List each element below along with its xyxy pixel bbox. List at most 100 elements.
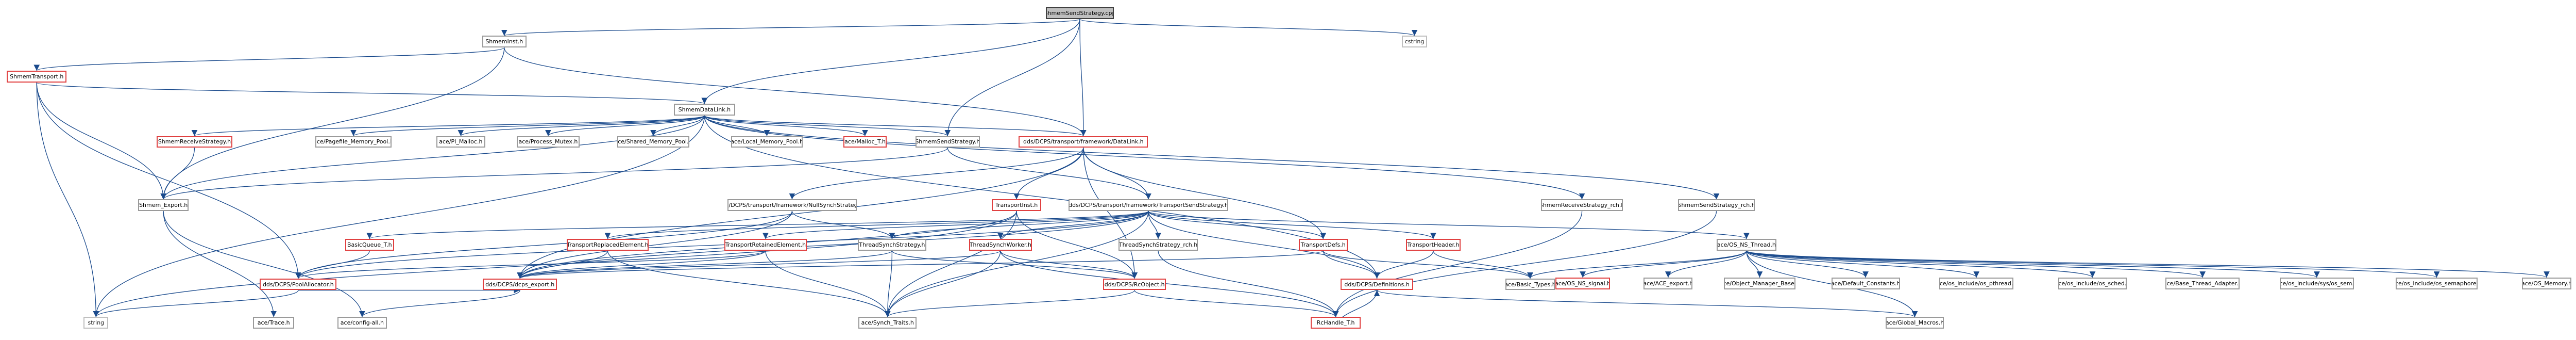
- node-localpool[interactable]: ace/Local_Memory_Pool.h: [731, 136, 803, 148]
- node-rcobject[interactable]: dds/DCPS/RcObject.h: [1103, 278, 1166, 290]
- edge-poolalloc-to-string: [93, 290, 299, 317]
- node-label: dds/DCPS/transport/framework/DataLink.h: [1023, 138, 1144, 145]
- node-label: ShmemReceiveStrategy.h: [158, 138, 231, 145]
- edge-tss-to-synchtraits: [884, 211, 1149, 317]
- node-label: ace/os_include/sys/os_sem.h: [2280, 280, 2354, 287]
- node-rchandle[interactable]: RcHandle_T.h: [1311, 317, 1361, 329]
- node-osmemory[interactable]: ace/OS_Memory.h: [2522, 277, 2571, 289]
- edge-shmemexport-to-trace: [163, 211, 277, 317]
- node-trace[interactable]: ace/Trace.h: [253, 317, 295, 329]
- node-semaphore[interactable]: ace/os_include/os_semaphore.h: [2395, 277, 2478, 289]
- node-label: ace/Malloc_T.h: [844, 138, 886, 145]
- edge-datalink-to-pagefile: [350, 115, 705, 137]
- node-dcpsexport[interactable]: dds/DCPS/dcps_export.h: [483, 278, 557, 290]
- node-globalmacros[interactable]: ace/Global_Macros.h: [1886, 317, 1944, 329]
- node-procmutex[interactable]: ace/Process_Mutex.h: [516, 136, 580, 148]
- node-label: ShmemSendStrategy.h: [915, 138, 980, 145]
- node-tsworker[interactable]: ThreadSynchWorker.h: [969, 239, 1032, 251]
- node-label: dds/DCPS/RcObject.h: [1104, 281, 1165, 288]
- edge-osns-to-basethread: [1746, 250, 2206, 278]
- node-root[interactable]: ShmemSendStrategy.cpp: [1045, 7, 1114, 20]
- node-cstring[interactable]: cstring: [1402, 36, 1427, 48]
- node-shmpool[interactable]: ace/Shared_Memory_Pool.h: [617, 136, 690, 148]
- node-malloc[interactable]: ace/Malloc_T.h: [843, 136, 887, 148]
- node-poolalloc[interactable]: dds/DCPS/PoolAllocator.h: [260, 278, 337, 290]
- node-fwdatalink[interactable]: dds/DCPS/transport/framework/DataLink.h: [1019, 136, 1148, 148]
- edge-retained-to-poolalloc: [295, 250, 766, 279]
- node-aceexport[interactable]: ace/ACE_export.h: [1643, 277, 1693, 289]
- edge-rcobject-to-rchandle: [1134, 290, 1339, 317]
- node-label: dds/DCPS/Definitions.h: [1344, 281, 1410, 288]
- node-synchtraits[interactable]: ace/Synch_Traits.h: [858, 317, 917, 329]
- node-label: ace/Local_Memory_Pool.h: [731, 138, 803, 145]
- node-definitions[interactable]: dds/DCPS/Definitions.h: [1341, 278, 1413, 290]
- edge-osns-to-ossignal: [1580, 250, 1747, 278]
- edge-transport-to-poolalloc: [36, 82, 301, 279]
- edge-definitions-to-globalmacros: [1376, 289, 1918, 318]
- edge-fwdatalink-to-transportinst: [1013, 148, 1084, 200]
- node-transportinst[interactable]: TransportInst.h: [992, 199, 1041, 212]
- edge-replaced-to-synchtraits: [607, 250, 891, 317]
- node-pimalloc[interactable]: ace/PI_Malloc.h: [436, 136, 485, 148]
- node-label: ace/os_include/os_sched.h: [2058, 280, 2127, 287]
- node-label: ace/OS_Memory.h: [2522, 280, 2571, 287]
- node-defconst[interactable]: ace/Default_Constants.h: [1831, 277, 1900, 289]
- node-label: TransportReplacedElement.h: [567, 241, 649, 248]
- edge-tdefs-to-basictypes: [1323, 250, 1533, 279]
- edge-threadsync-to-rcobject: [891, 250, 1138, 279]
- node-label: BasicQueue_T.h: [347, 241, 392, 248]
- edge-root-to-datalink: [701, 19, 1080, 104]
- node-label: ace/OS_NS_signal.h: [1555, 280, 1611, 287]
- node-threadsync[interactable]: ThreadSynchStrategy.h: [858, 239, 926, 251]
- edge-osns-to-ospthread: [1746, 250, 1979, 278]
- node-label: ace/Basic_Types.h: [1505, 281, 1555, 288]
- node-recv[interactable]: ShmemReceiveStrategy.h: [156, 136, 233, 148]
- node-basethread[interactable]: ace/Base_Thread_Adapter.h: [2165, 277, 2240, 289]
- edge-rcobject-to-synchtraits: [885, 289, 1135, 318]
- node-shmeminst[interactable]: ShmemInst.h: [482, 36, 527, 48]
- node-nullsync[interactable]: dds/DCPS/transport/framework/NullSynchSt…: [727, 199, 857, 212]
- edge-datalink-to-fwdatalink: [704, 115, 1087, 137]
- edge-theader-to-definitions: [1374, 250, 1434, 279]
- edge-datalink-to-recv: [192, 115, 705, 137]
- node-label: string: [88, 319, 105, 327]
- node-tdefs[interactable]: TransportDefs.h: [1298, 239, 1348, 251]
- node-recvrch[interactable]: ShmemReceiveStrategy_rch.h: [1540, 199, 1623, 212]
- edge-tss-to-theader: [1148, 211, 1436, 239]
- node-tss[interactable]: dds/DCPS/transport/framework/TransportSe…: [1069, 199, 1228, 212]
- node-pagefile[interactable]: ace/Pagefile_Memory_Pool.h: [315, 136, 392, 148]
- node-basicqueue[interactable]: BasicQueue_T.h: [345, 239, 394, 251]
- node-replaced[interactable]: TransportReplacedElement.h: [566, 239, 649, 251]
- edge-osns-to-aceexport: [1665, 250, 1747, 278]
- edge-tdefs-to-dcpsexport: [517, 250, 1324, 279]
- node-transport[interactable]: ShmemTransport.h: [7, 71, 67, 83]
- node-ospthread[interactable]: ace/os_include/os_pthread.h: [1939, 277, 2014, 289]
- node-theader[interactable]: TransportHeader.h: [1405, 239, 1461, 251]
- edge-shmeminst-to-fwdatalink: [504, 47, 1087, 136]
- node-shmemexport[interactable]: Shmem_Export.h: [138, 199, 189, 212]
- edge-tss-to-tsworker: [997, 211, 1149, 239]
- node-label: ace/PI_Malloc.h: [439, 138, 483, 145]
- node-sysipc[interactable]: ace/os_include/sys/os_sem.h: [2280, 277, 2354, 289]
- node-label: ShmemDataLink.h: [678, 106, 731, 114]
- node-basictypes[interactable]: ace/Basic_Types.h: [1505, 278, 1555, 290]
- edge-tss-to-replaced: [605, 211, 1149, 239]
- node-string[interactable]: string: [83, 317, 109, 329]
- node-configall[interactable]: ace/config-all.h: [337, 317, 387, 329]
- node-label: ThreadSynchStrategy_rch.h: [1118, 241, 1198, 248]
- node-ossignal[interactable]: ace/OS_NS_signal.h: [1555, 277, 1611, 289]
- node-retained[interactable]: TransportRetainedElement.h: [724, 239, 807, 251]
- node-tsrch[interactable]: ThreadSynchStrategy_rch.h: [1118, 239, 1198, 251]
- node-datalink[interactable]: ShmemDataLink.h: [673, 104, 735, 116]
- node-label: TransportDefs.h: [1300, 241, 1346, 248]
- edge-osns-to-defconst: [1746, 250, 1869, 278]
- node-objmgr[interactable]: ace/Object_Manager_Base.h: [1724, 277, 1795, 289]
- node-ossched[interactable]: ace/os_include/os_sched.h: [2058, 277, 2127, 289]
- node-label: ThreadSynchWorker.h: [969, 241, 1031, 248]
- node-osns[interactable]: ace/OS_NS_Thread.h: [1716, 239, 1777, 251]
- node-sendrch[interactable]: ShmemSendStrategy_rch.h: [1678, 199, 1755, 212]
- node-sendstrat[interactable]: ShmemSendStrategy.h: [915, 136, 980, 148]
- edge-osns-to-semaphore: [1746, 250, 2439, 278]
- edge-datalink-to-recvrch: [704, 116, 1585, 200]
- node-label: ThreadSynchStrategy.h: [859, 241, 925, 248]
